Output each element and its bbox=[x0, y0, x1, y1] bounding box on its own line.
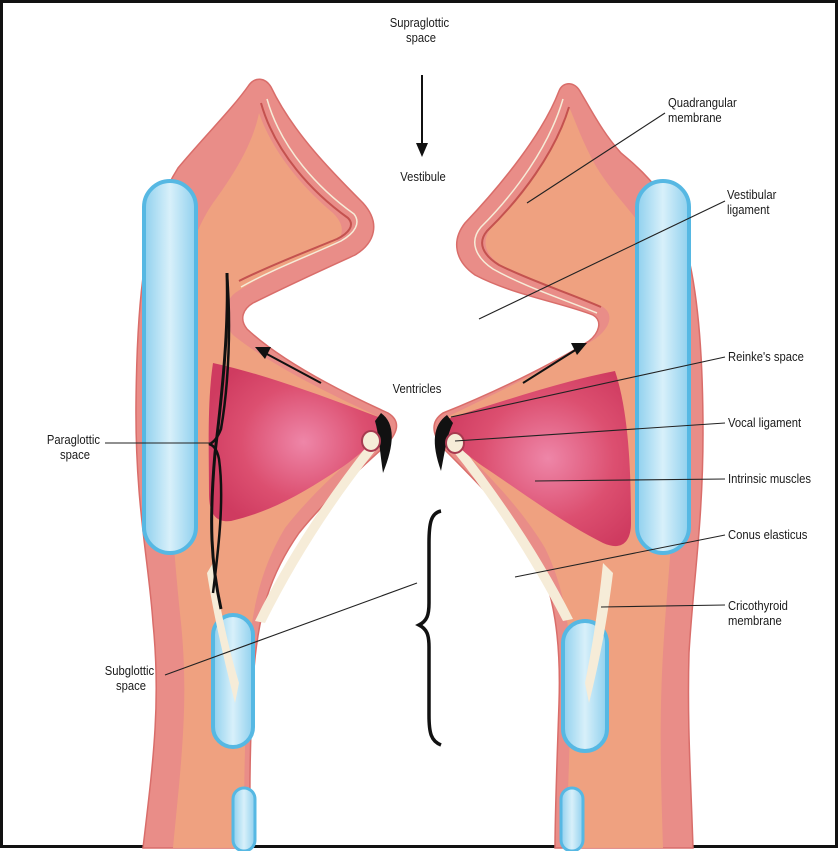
label-vestibular-ligament: Vestibular ligament bbox=[727, 187, 779, 217]
label-conus-elasticus: Conus elasticus bbox=[728, 527, 807, 542]
subglottic-brace bbox=[419, 511, 441, 745]
label-quadrangular-membrane: Quadrangular membrane bbox=[668, 95, 740, 125]
left-thyroid-cartilage bbox=[144, 181, 196, 553]
label-paraglottic-space: Paraglottic space bbox=[47, 432, 103, 462]
left-tracheal-ring bbox=[233, 788, 255, 851]
right-tracheal-ring bbox=[561, 788, 583, 851]
left-half bbox=[136, 79, 397, 851]
label-ventricles: Ventricles bbox=[393, 381, 442, 396]
label-cricothyroid-membrane: Cricothyroid membrane bbox=[728, 598, 791, 628]
right-half bbox=[434, 84, 703, 851]
label-reinkes-space: Reinke's space bbox=[728, 349, 804, 364]
label-vestibule: Vestibule bbox=[400, 169, 446, 184]
label-supraglottic-space: Supraglottic space bbox=[390, 15, 452, 45]
supraglottic-arrow bbox=[416, 75, 428, 157]
label-intrinsic-muscles: Intrinsic muscles bbox=[728, 471, 811, 486]
label-subglottic-space: Subglottic space bbox=[105, 663, 157, 693]
larynx-coronal-section-diagram: Supraglottic space Vestibule Quadrangula… bbox=[3, 3, 838, 851]
label-vocal-ligament: Vocal ligament bbox=[728, 415, 802, 430]
